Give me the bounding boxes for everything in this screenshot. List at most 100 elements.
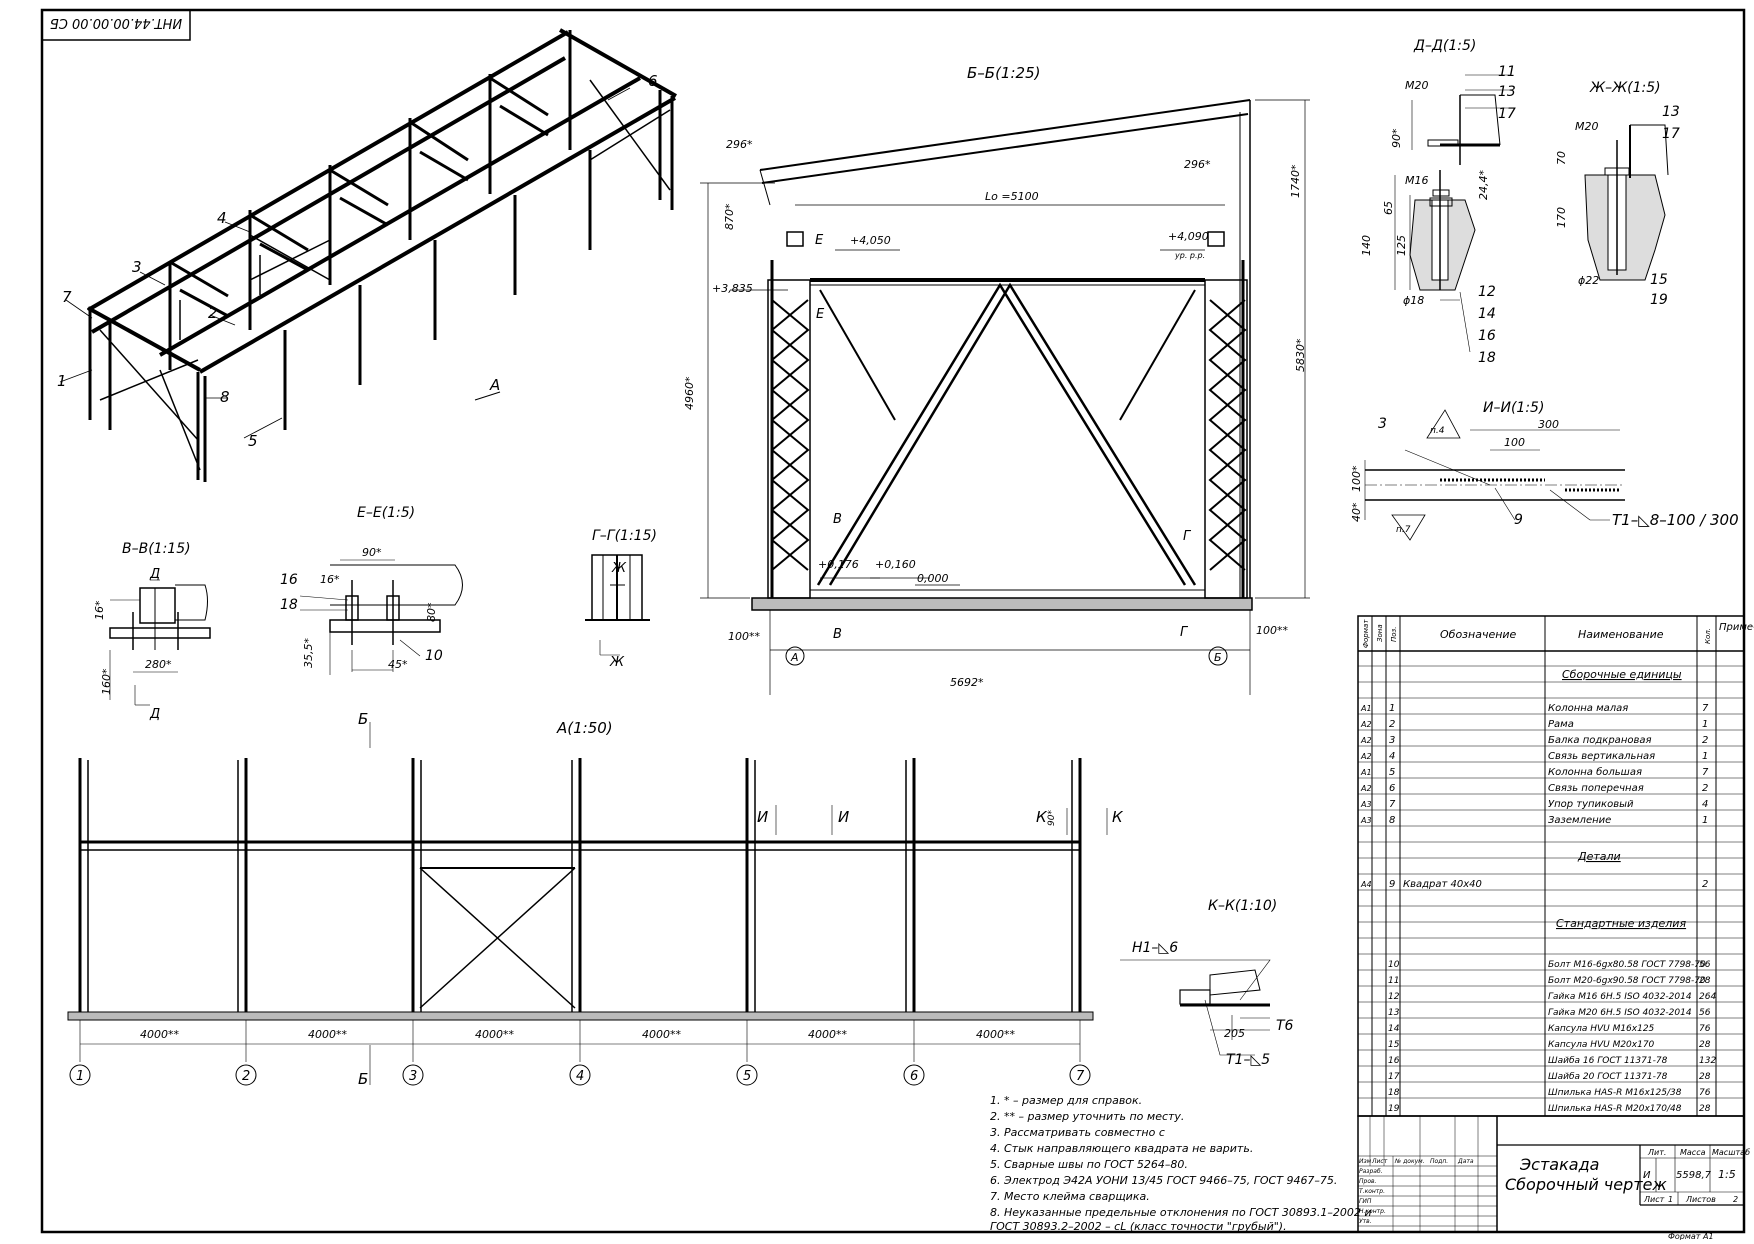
spec-qty: 264 (1699, 992, 1716, 1002)
spec-name: Шпилька HAS-R М16х125/38 (1548, 1088, 1682, 1098)
axis-number: 3 (409, 1069, 417, 1084)
tb-header: Дата (1457, 1158, 1474, 1165)
spec-pos: 4 (1389, 751, 1395, 762)
section-dd-title: Д–Д(1:5) (1413, 38, 1476, 54)
note-line: 2. ** – размер уточнить по месту. (990, 1110, 1184, 1123)
spec-pos: 2 (1389, 719, 1395, 730)
spec-name: Гайка М20 6Н.5 ISO 4032-2014 (1548, 1008, 1692, 1018)
axis-number: 4 (576, 1069, 584, 1084)
dim-text: 870* (723, 203, 736, 230)
axis-number: 2 (242, 1069, 250, 1084)
spec-qty: 76 (1699, 1088, 1711, 1098)
dd-label: М20 (1405, 79, 1429, 92)
ii-note: п.7 (1396, 525, 1411, 535)
ii-pos: 3 (1378, 416, 1387, 432)
cut-mark-k: К (1036, 808, 1048, 826)
spec-pos: 6 (1389, 783, 1395, 794)
view-a-title: А(1:50) (556, 719, 613, 737)
tb-role: Т.контр. (1359, 1188, 1385, 1195)
section-vv-labels: 16* 160* 280* Д Д (93, 567, 172, 722)
iso-pos-label: 1 (57, 372, 67, 390)
spec-qty: 28 (1699, 1104, 1711, 1114)
section-zhzh (1584, 124, 1669, 281)
section-zhzh-title: Ж–Ж(1:5) (1589, 80, 1661, 96)
cut-mark-v: В (833, 512, 842, 527)
dd-pos: 12 (1478, 284, 1496, 300)
spec-pos: 1 (1389, 703, 1395, 714)
dim-text: 100** (728, 630, 760, 643)
axis-label: Б (1214, 651, 1222, 664)
vv-dim: 280* (145, 658, 172, 671)
span-dim: 4000** (642, 1028, 681, 1041)
dim-text: 296* (1184, 158, 1211, 171)
spec-format: А1 (1360, 768, 1372, 777)
section-ee-title: Е–Е(1:5) (357, 505, 415, 521)
ee-pos: 18 (280, 597, 298, 613)
view-arrow-a: А (489, 376, 500, 394)
spec-qty: 2 (1702, 783, 1708, 794)
dd-label: ϕ18 (1403, 294, 1424, 307)
cut-mark-k: К (1112, 808, 1124, 826)
view-a (67, 722, 1108, 1086)
elevation-text: +3,835 (712, 282, 753, 295)
span-dim: 4000** (808, 1028, 847, 1041)
spec-body: Сборочные единицы Детали Стандартные изд… (1360, 668, 1716, 1114)
elevation-text: +0,176 (818, 558, 859, 571)
zh-pos: 17 (1662, 126, 1680, 142)
title-block (1357, 1115, 1745, 1233)
dd-pos: 16 (1478, 328, 1496, 344)
spec-name: Гайка М16 6Н.5 ISO 4032-2014 (1548, 992, 1692, 1002)
specification-table (1357, 615, 1745, 1117)
ee-dim: 45* (388, 658, 408, 671)
ii-dim: 40* (1350, 502, 1363, 522)
note-line: 1. * – размер для справок. (990, 1094, 1142, 1107)
spec-qty: 1 (1702, 815, 1708, 826)
zh-pos: 15 (1650, 272, 1668, 288)
iso-pos-label: 8 (220, 388, 230, 406)
section-ee (299, 559, 463, 675)
ee-pos: 16 (280, 572, 298, 588)
spec-col-designation: Обозначение (1440, 628, 1517, 641)
spec-qty: 132 (1699, 1056, 1716, 1066)
section-gg-labels: Ж Ж (609, 561, 627, 670)
note-line: 6. Электрод Э42А УОНИ 13/45 ГОСТ 9466–75… (990, 1174, 1337, 1187)
vv-dim: 160* (100, 668, 113, 695)
note-line: 4. Стык направляющего квадрата не варить… (990, 1142, 1253, 1155)
section-zhzh-labels: М20 70 170 ϕ22 13 17 15 19 (1555, 104, 1680, 308)
dim-text: Lо =5100 (985, 190, 1039, 203)
cut-mark-v: В (833, 627, 842, 642)
section-ii (1364, 409, 1625, 541)
ii-note: п.4 (1430, 426, 1445, 436)
iso-position-labels: 7 1 3 2 4 8 5 6 А (57, 72, 658, 450)
vv-dim: 16* (93, 600, 106, 620)
spec-qty: 7 (1702, 767, 1709, 778)
section-ii-labels: 3 п.4 п.7 300 100 100* 40* 9 Т1–◺8–100 /… (1350, 416, 1739, 535)
kk-weld: Т6 (1276, 1018, 1294, 1034)
spec-pos: 12 (1388, 992, 1400, 1002)
spec-format: А3 (1360, 816, 1372, 825)
ii-weld: Т1–◺8–100 / 300 (1612, 511, 1739, 529)
spec-qty: 76 (1699, 1024, 1711, 1034)
ee-dim: 35,5* (302, 638, 315, 668)
spec-name: Заземление (1548, 815, 1611, 826)
spec-pos: 3 (1389, 735, 1395, 746)
tb-scale-value: 1:5 (1718, 1168, 1736, 1181)
spec-name: Рама (1548, 719, 1574, 730)
tb-lit-label: Лит. (1647, 1148, 1666, 1157)
kk-weld: Т1–◺5 (1226, 1052, 1270, 1068)
iso-pos-label: 3 (132, 258, 142, 276)
tb-mass-value: 5598,7 (1676, 1170, 1712, 1181)
tb-header: Изм (1359, 1158, 1372, 1165)
spec-name: Колонна малая (1548, 703, 1628, 714)
tb-format: Формат А1 (1668, 1232, 1714, 1240)
spec-name: Болт М16-6gх80.58 ГОСТ 7798-70 (1548, 960, 1706, 970)
tb-sheets-label: Листов (1685, 1195, 1716, 1204)
ee-dim: 80* (425, 602, 438, 622)
spec-qty: 1 (1702, 751, 1708, 762)
cut-mark-g: Г (1180, 625, 1189, 640)
spec-pos: 17 (1388, 1072, 1400, 1082)
spec-name: Капсула HVU М16х125 (1548, 1024, 1655, 1034)
axis-number: 5 (743, 1069, 751, 1084)
spec-name: Шайба 20 ГОСТ 11371-78 (1548, 1072, 1668, 1082)
span-dim: 4000** (308, 1028, 347, 1041)
